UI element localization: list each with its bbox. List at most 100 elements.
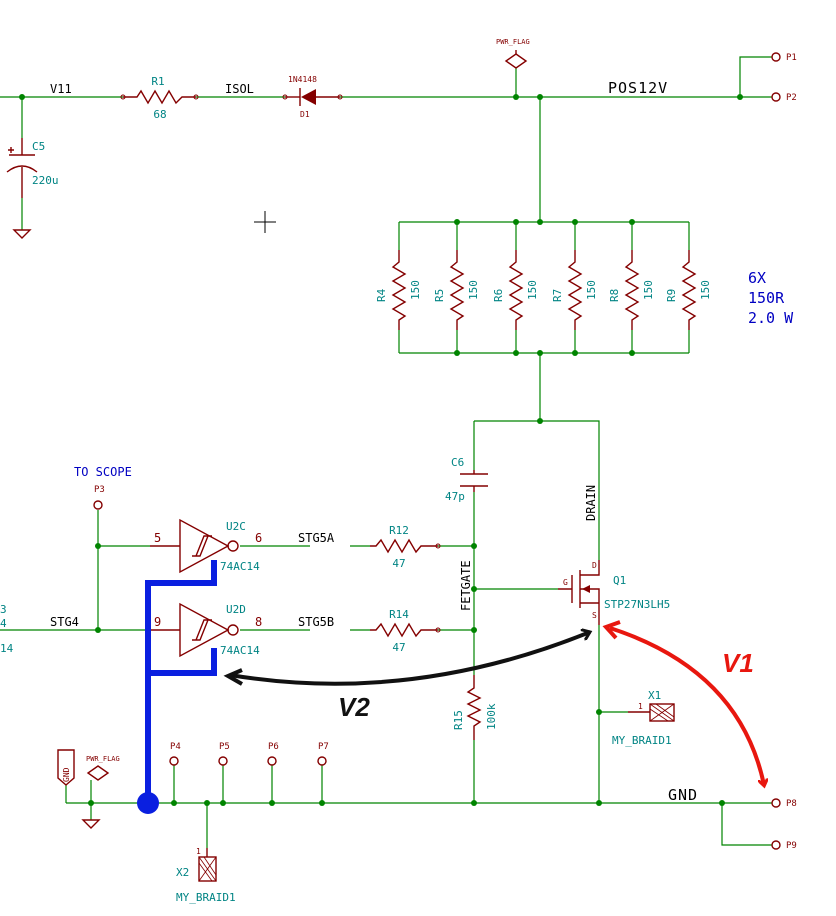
junction: [513, 94, 519, 100]
braid-x2: 1 X2 MY_BRAID1: [176, 847, 236, 904]
r8-value: 150: [642, 280, 655, 300]
x1-value: MY_BRAID1: [612, 734, 672, 747]
svg-text:GND: GND: [62, 767, 71, 782]
u2c-ref: U2C: [226, 520, 246, 533]
svg-text:1: 1: [638, 702, 643, 711]
svg-text:P5: P5: [219, 742, 230, 752]
svg-text:P4: P4: [170, 742, 181, 752]
svg-text:P3: P3: [94, 485, 105, 495]
u2c-value: 74AC14: [220, 560, 260, 573]
net-label-v11: V11: [50, 82, 72, 96]
net-label-stg5a: STG5A: [298, 531, 335, 545]
port-p8: P8: [771, 798, 797, 809]
r12-value: 47: [392, 557, 405, 570]
net-label-gnd: GND: [668, 786, 698, 804]
port-p1: P1: [771, 52, 797, 63]
resistor-r5: R5 150: [433, 250, 480, 330]
port-p5: P5: [218, 742, 230, 766]
port-p6: P6: [267, 742, 279, 766]
r9-value: 150: [699, 280, 712, 300]
ground-rail-wires: [65, 765, 772, 848]
r9-ref: R9: [665, 289, 678, 302]
svg-text:P9: P9: [786, 841, 797, 851]
junction: [19, 94, 25, 100]
x2-value: MY_BRAID1: [176, 891, 236, 904]
svg-text:P8: P8: [786, 799, 797, 809]
u2d-value: 74AC14: [220, 644, 260, 657]
bank-note-line3: 2.0 W: [748, 309, 794, 327]
edge-label-left-top: 3: [0, 603, 7, 616]
resistor-r14: R14 47: [370, 608, 441, 654]
r15-value: 100k: [485, 703, 498, 730]
v1-label: V1: [722, 648, 754, 678]
resistor-r12: R12 47: [370, 524, 441, 570]
r5-value: 150: [467, 280, 480, 300]
edge-label-left-mid: 4: [0, 617, 7, 630]
resistor-r8: R8 150: [608, 250, 655, 330]
port-p4: P4: [169, 742, 181, 766]
svg-text:8: 8: [255, 615, 262, 629]
capacitor-c6: C6 47p: [445, 456, 488, 503]
edge-label-left-bot: 14: [0, 642, 14, 655]
svg-text:P2: P2: [786, 93, 797, 103]
resistor-r15: R15 100k: [452, 675, 498, 740]
c6-ref: C6: [451, 456, 464, 469]
port-p3: P3: [93, 485, 105, 510]
x2-ref: X2: [176, 866, 189, 879]
braid-x1: 1 X1 MY_BRAID1: [612, 689, 675, 747]
top-rail-wires: [0, 56, 772, 222]
r15-ref: R15: [452, 710, 465, 730]
svg-text:P1: P1: [786, 53, 797, 63]
r14-ref: R14: [389, 608, 409, 621]
mosfet-q1: G D S Q1 STP27N3LH5: [558, 560, 670, 625]
r4-ref: R4: [375, 288, 388, 302]
svg-text:5: 5: [154, 531, 161, 545]
r6-value: 150: [526, 280, 539, 300]
port-p2: P2: [771, 92, 797, 103]
pwr-flag-left: PWR_FLAG: [86, 755, 120, 781]
resistor-bank-wires: [398, 221, 690, 421]
q1-ref: Q1: [613, 574, 626, 587]
d1-ref: D1: [300, 110, 310, 119]
resistor-r9: R9 150: [665, 250, 712, 330]
net-label-stg4: STG4: [50, 615, 79, 629]
x1-ref: X1: [648, 689, 661, 702]
v2-annotation-arrow: [223, 632, 590, 686]
r7-value: 150: [585, 280, 598, 300]
svg-text:D: D: [592, 561, 597, 570]
r5-ref: R5: [433, 289, 446, 302]
capacitor-c5: C5 220u: [6, 138, 59, 239]
svg-text:P7: P7: [318, 742, 329, 752]
blue-ground-highlight: [137, 560, 217, 814]
port-p7: P7: [317, 742, 329, 766]
ground-symbol-icon: [81, 819, 101, 829]
mosfet-section-wires: [473, 420, 628, 803]
resistor-r6: R6 150: [492, 250, 539, 330]
r1-value: 68: [153, 108, 166, 121]
r6-ref: R6: [492, 289, 505, 302]
net-label-fetgate: FETGATE: [459, 560, 473, 611]
inverter-u2c: 5 6 U2C 74AC14: [150, 518, 262, 574]
note-to-scope: TO SCOPE: [74, 465, 132, 479]
c5-value: 220u: [32, 174, 59, 187]
diode-d1: 1N4148 D1: [282, 75, 343, 119]
v2-label: V2: [338, 692, 370, 722]
q1-value: STP27N3LH5: [604, 598, 670, 611]
net-label-isol: ISOL: [225, 82, 254, 96]
svg-text:P6: P6: [268, 742, 279, 752]
r8-ref: R8: [608, 289, 621, 302]
svg-text:1: 1: [196, 847, 201, 856]
d1-value: 1N4148: [288, 75, 317, 84]
svg-text:S: S: [592, 611, 597, 620]
r1-ref: R1: [151, 75, 164, 88]
v1-annotation-arrow: [602, 620, 764, 785]
r12-ref: R12: [389, 524, 409, 537]
pwr-flag-top: PWR_FLAG: [496, 38, 530, 69]
u2d-ref: U2D: [226, 603, 246, 616]
c5-ref: C5: [32, 140, 45, 153]
bank-note-line1: 6X: [748, 269, 766, 287]
